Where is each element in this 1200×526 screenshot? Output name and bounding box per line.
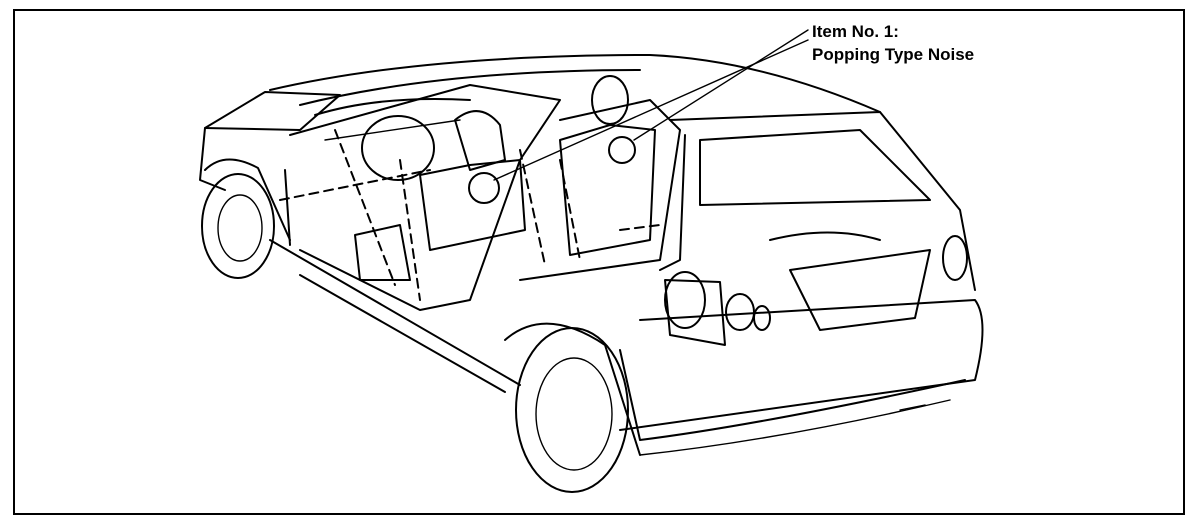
rear-wheel-left bbox=[201, 158, 291, 279]
noise-callout: Item No. 1: Popping Type Noise bbox=[812, 20, 974, 66]
diagram-frame bbox=[13, 9, 1185, 515]
callout-noise-type: Popping Type Noise bbox=[812, 45, 975, 64]
vehicle-body bbox=[199, 54, 984, 456]
callout-item-number: Item No. 1: bbox=[812, 22, 899, 41]
front-wheel bbox=[504, 322, 641, 493]
vehicle-interior bbox=[279, 75, 661, 301]
callout-leader-lines bbox=[493, 29, 809, 181]
